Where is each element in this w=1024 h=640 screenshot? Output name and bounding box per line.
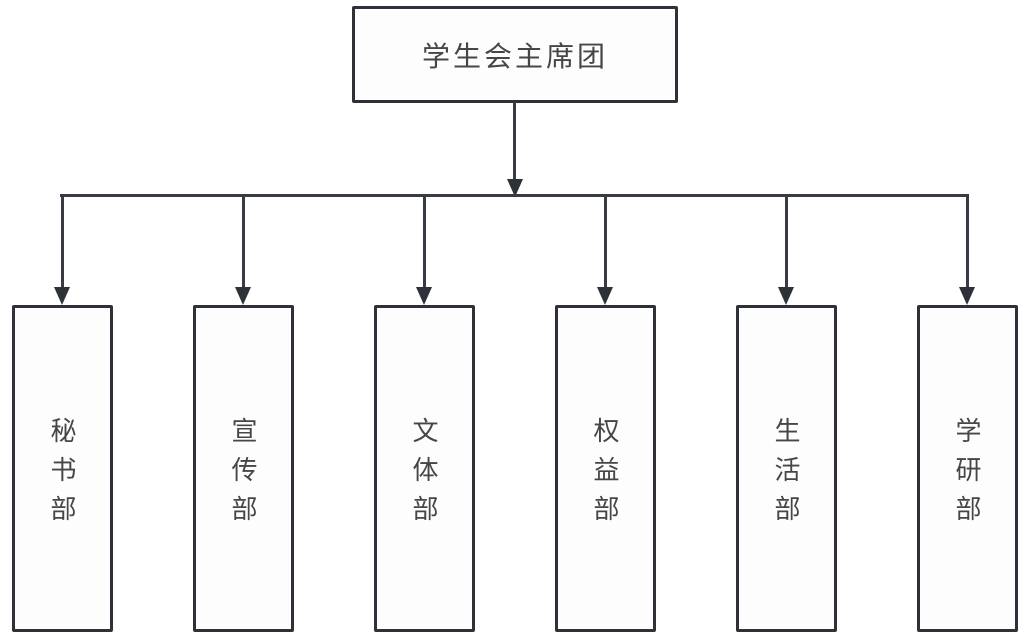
org-node-department-label: 生活部 [771,416,801,534]
connector-branch-line [422,194,426,290]
org-node-department-label: 宣传部 [228,416,258,534]
arrow-down-icon [416,287,432,305]
org-node-department-label: 学研部 [952,416,982,534]
connector-branch-line [241,194,245,290]
org-node-department: 生活部 [736,305,837,632]
org-node-department: 宣传部 [193,305,294,632]
org-node-root-label: 学生会主席团 [421,40,608,72]
org-node-department: 秘书部 [12,305,113,632]
arrow-down-icon [959,287,975,305]
org-node-department-label: 文体部 [409,416,439,534]
arrow-down-icon [235,287,251,305]
connector-branch-line [965,194,969,290]
org-node-department: 权益部 [555,305,656,632]
connector-branch-line [603,194,607,290]
org-node-root: 学生会主席团 [352,6,678,103]
org-node-department-label: 权益部 [590,416,620,534]
connector-stem-line [513,102,516,180]
arrow-down-icon [778,287,794,305]
org-node-department: 学研部 [917,305,1018,632]
org-node-department: 文体部 [374,305,475,632]
arrow-down-icon [597,287,613,305]
connector-distribution-line [60,194,968,197]
connector-branch-line [784,194,788,290]
arrow-down-icon [54,287,70,305]
arrow-down-icon [507,179,523,197]
connector-branch-line [60,194,64,290]
org-node-department-label: 秘书部 [47,416,77,534]
